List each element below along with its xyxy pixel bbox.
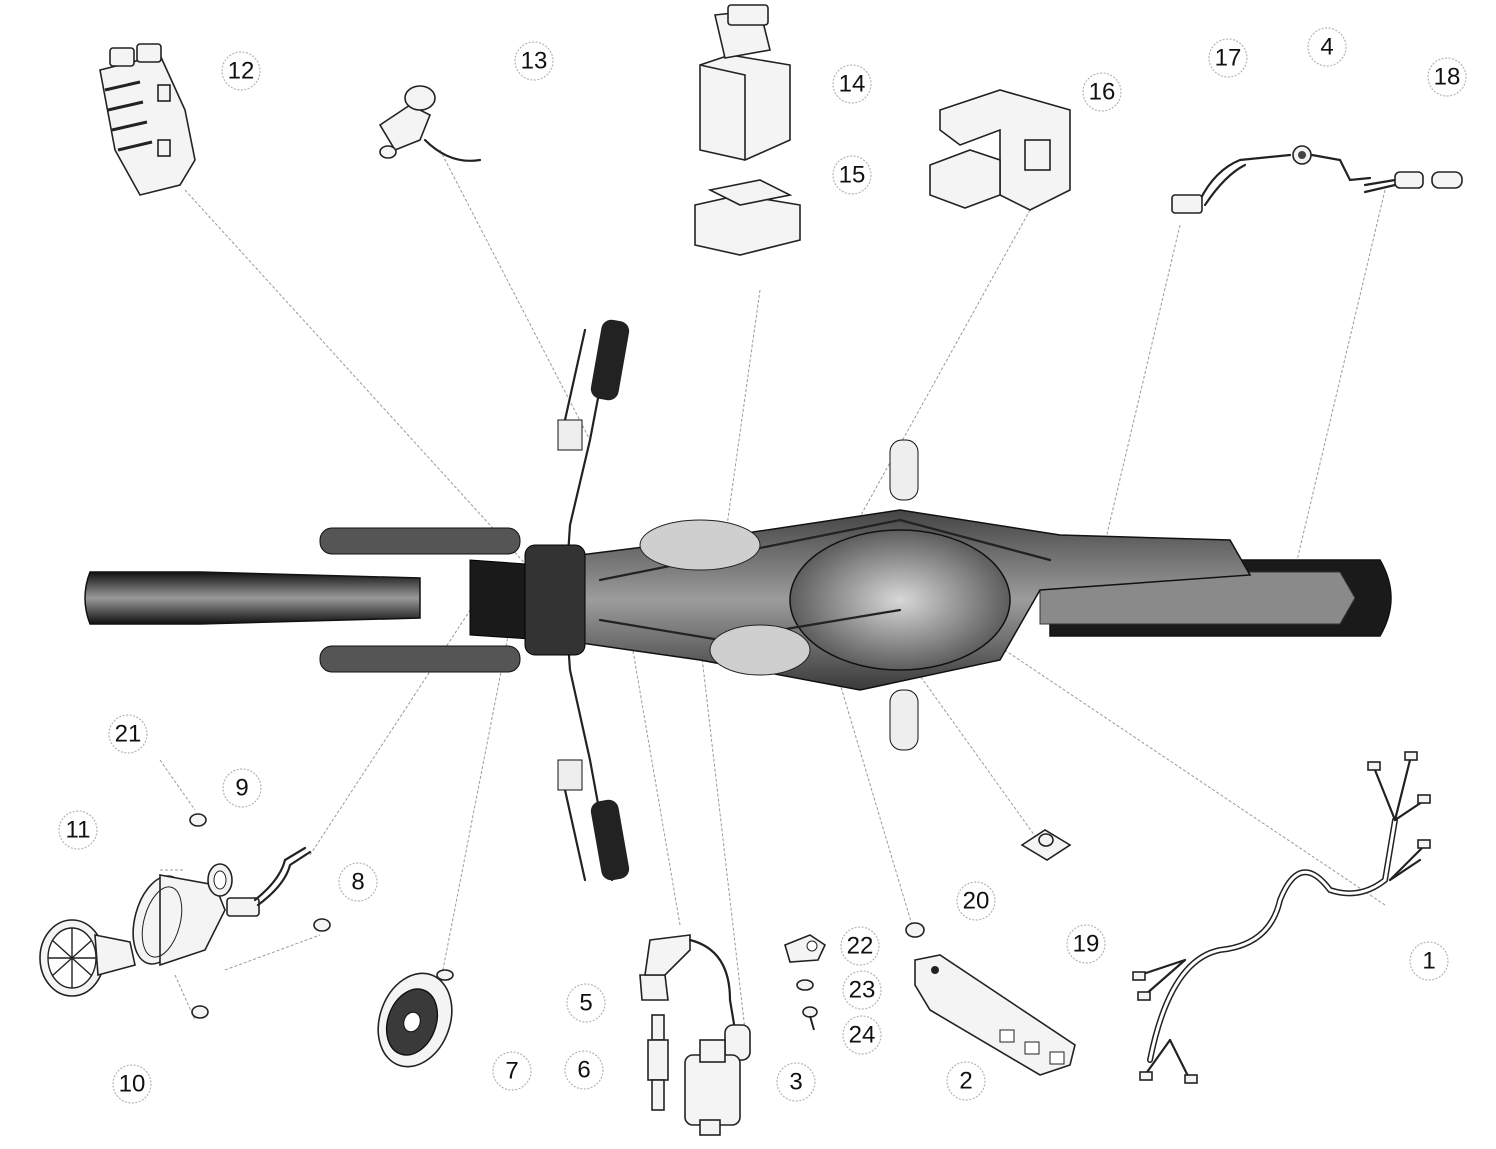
callout-17: 17	[1208, 38, 1248, 78]
callout-8: 8	[338, 862, 378, 902]
svg-text:22: 22	[847, 933, 874, 960]
callout-16: 16	[1082, 72, 1122, 112]
part-16-bracket	[929, 89, 1071, 211]
part-13-kill-switch	[378, 85, 482, 162]
part-22-cable-clamp	[784, 934, 827, 963]
svg-text:17: 17	[1215, 45, 1242, 72]
svg-text:8: 8	[351, 869, 364, 896]
callout-15: 15	[832, 155, 872, 195]
part-18-bulb-socket	[1363, 171, 1463, 194]
svg-text:7: 7	[505, 1058, 518, 1085]
callout-24: 24	[842, 1015, 882, 1055]
svg-text:20: 20	[963, 888, 990, 915]
callout-1: 1	[1409, 941, 1449, 981]
part-4-grommet	[1292, 145, 1372, 182]
svg-text:2: 2	[959, 1068, 972, 1095]
fork-tube-upper	[319, 527, 521, 555]
part-21-screws	[189, 813, 331, 1019]
callout-20: 20	[956, 881, 996, 921]
svg-text:11: 11	[66, 817, 91, 844]
callout-9: 9	[222, 768, 262, 808]
svg-text:16: 16	[1089, 79, 1116, 106]
callout-5: 5	[566, 983, 606, 1023]
part-7-horn	[377, 969, 454, 1068]
svg-text:24: 24	[849, 1022, 876, 1049]
motorcycle-top-view	[84, 319, 1392, 882]
svg-text:15: 15	[839, 162, 866, 189]
fuel-tank	[789, 529, 1011, 671]
part-20-screw	[905, 922, 925, 938]
callout-7: 7	[492, 1051, 532, 1091]
part-1-wiring-harness	[1132, 751, 1431, 1084]
part-9-spring	[207, 863, 233, 897]
part-12-switch-housing	[99, 43, 196, 196]
part-23-washer	[796, 979, 814, 991]
engine-case	[639, 519, 761, 571]
svg-text:13: 13	[521, 48, 548, 75]
part-8-bulb-connector	[226, 846, 312, 917]
fork-tube-lower	[319, 645, 521, 673]
svg-text:6: 6	[577, 1057, 590, 1084]
callout-4: 4	[1307, 27, 1347, 67]
callout-11: 11	[58, 810, 98, 850]
svg-text:19: 19	[1073, 931, 1100, 958]
part-3-ignition-coil	[684, 938, 751, 1136]
callout-23: 23	[842, 970, 882, 1010]
svg-text:12: 12	[228, 58, 255, 85]
callout-6: 6	[564, 1050, 604, 1090]
svg-text:5: 5	[579, 990, 592, 1017]
svg-text:1: 1	[1422, 948, 1435, 975]
part-19-clip-nut	[1020, 829, 1072, 861]
svg-text:9: 9	[235, 775, 248, 802]
part-15-cdi-holder	[694, 179, 801, 256]
callout-14: 14	[832, 64, 872, 104]
callout-12: 12	[221, 51, 261, 91]
part-10-headlight-shell	[132, 874, 226, 967]
part-24-screw	[802, 1006, 818, 1031]
callout-13: 13	[514, 41, 554, 81]
part-2-mounting-plate	[914, 954, 1076, 1076]
svg-text:14: 14	[839, 71, 866, 98]
callout-2: 2	[946, 1061, 986, 1101]
svg-text:23: 23	[849, 977, 876, 1004]
callout-21: 21	[108, 714, 148, 754]
part-5-spark-plug-cap	[639, 934, 691, 1001]
svg-text:10: 10	[119, 1071, 146, 1098]
svg-text:4: 4	[1320, 34, 1333, 61]
front-tire	[84, 571, 421, 625]
svg-text:21: 21	[115, 721, 142, 748]
callout-3: 3	[776, 1062, 816, 1102]
callout-19: 19	[1066, 924, 1106, 964]
callout-10: 10	[112, 1064, 152, 1104]
callout-18: 18	[1427, 57, 1467, 97]
svg-text:18: 18	[1434, 64, 1461, 91]
part-11-headlight-lens	[39, 919, 136, 997]
callout-22: 22	[840, 926, 880, 966]
part-17-connector	[1171, 153, 1292, 214]
part-14-cdi-unit	[699, 4, 791, 161]
part-6-spark-plug	[647, 1014, 669, 1111]
svg-text:3: 3	[789, 1069, 802, 1096]
